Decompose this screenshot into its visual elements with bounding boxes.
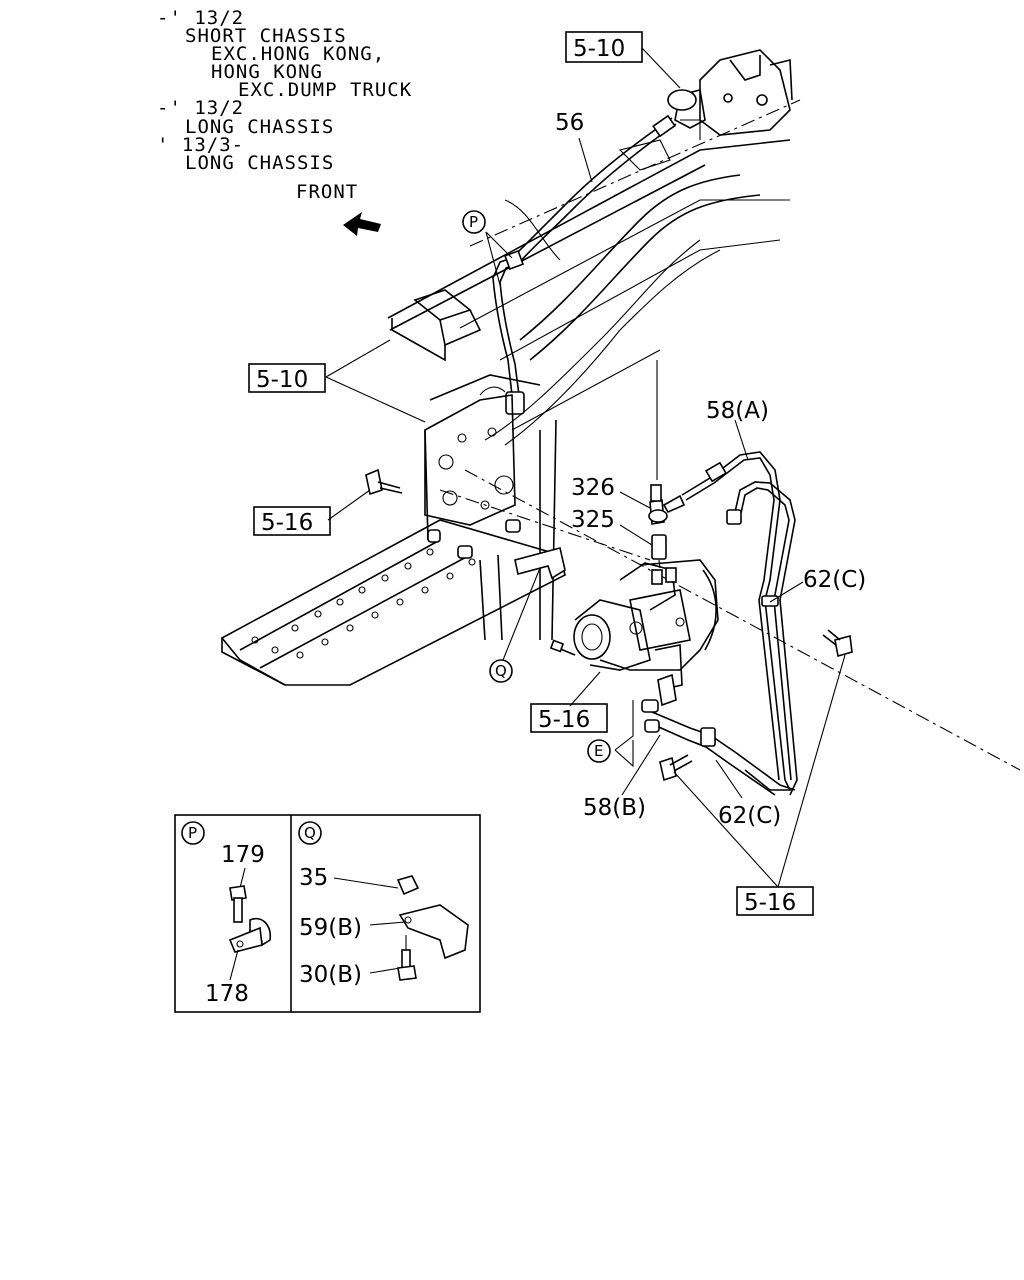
ref-5-10-left: 5-10: [256, 367, 308, 393]
adapter-325: [651, 534, 667, 569]
label-part-59b: 59(B): [299, 915, 362, 941]
front-arrow-icon: [343, 212, 381, 236]
note-line-1: -' 13/2: [157, 7, 244, 29]
frame-rail-upper: [387, 99, 801, 446]
label-part-30b: 30(B): [299, 962, 362, 988]
ref-5-16-bottom: 5-16: [744, 890, 796, 916]
bolt-right: [822, 629, 853, 658]
bolt-left: [365, 468, 403, 496]
label-part-62c-right: 62(C): [803, 567, 866, 593]
marker-q: Q: [495, 662, 507, 680]
pipe-58b: [641, 699, 796, 796]
ref-5-16-left: 5-16: [261, 510, 313, 536]
label-part-35: 35: [299, 865, 328, 891]
ref-5-16-mid: 5-16: [538, 707, 590, 733]
note-line-9: LONG CHASSIS: [185, 152, 334, 174]
marker-e-circle: [587, 739, 611, 763]
ref-box-5-16-mid: [530, 703, 608, 733]
detail-q-marker: Q: [304, 824, 316, 842]
ref-box-5-10-left: [248, 363, 326, 393]
detail-inset-box: P 179 178 Q 35 59(B) 30(B): [174, 814, 481, 1013]
note-line-5: EXC.DUMP TRUCK: [238, 79, 412, 101]
label-part-179: 179: [221, 842, 265, 868]
ref-5-10-top: 5-10: [573, 36, 625, 62]
steering-gear-box: [549, 559, 719, 707]
label-part-58a: 58(A): [706, 398, 769, 424]
bolt-bottom: [659, 754, 693, 782]
label-part-58b: 58(B): [583, 795, 646, 821]
note-line-2: SHORT CHASSIS: [185, 25, 347, 47]
callout-labels: 5-10 56 P 5-10 58(A) 326 325 5-16 62(C) …: [248, 31, 866, 916]
detail-p-marker: P: [188, 824, 197, 842]
frame-holes: [251, 548, 476, 659]
note-line-6: -' 13/2: [157, 97, 244, 119]
label-part-325: 325: [571, 507, 615, 533]
label-part-56: 56: [555, 110, 584, 136]
label-part-62c-bottom: 62(C): [718, 803, 781, 829]
ref-box-5-10-top: [565, 31, 643, 63]
label-part-326: 326: [571, 475, 615, 501]
leader-lines: [325, 47, 846, 888]
detail-q: Q 35 59(B) 30(B): [298, 821, 469, 988]
ref-box-5-16-bottom: [736, 886, 814, 916]
marker-q-circle: [489, 659, 513, 683]
marker-p: P: [469, 213, 478, 231]
note-line-4: HONG KONG: [211, 61, 323, 83]
front-label: FRONT: [296, 181, 358, 203]
note-line-7: LONG CHASSIS: [185, 116, 334, 138]
frame-side-member: [220, 374, 1021, 771]
label-part-178: 178: [205, 981, 249, 1007]
upper-bracket-assembly: [667, 49, 793, 136]
pipe-56: [492, 114, 677, 415]
pipe-62c: [726, 481, 798, 796]
note-line-3: EXC.HONG KONG,: [211, 43, 385, 65]
applicability-notes: -' 13/2 SHORT CHASSIS EXC.HONG KONG, HON…: [157, 7, 412, 236]
marker-e: E: [594, 742, 603, 760]
tee-fitting-326: [511, 349, 686, 525]
marker-p-circle: [462, 210, 486, 234]
pipe-58a: [681, 451, 792, 791]
ref-box-5-16-left: [253, 506, 331, 536]
detail-p: P 179 178: [181, 821, 272, 1007]
note-line-8: ' 13/3-: [157, 134, 244, 156]
